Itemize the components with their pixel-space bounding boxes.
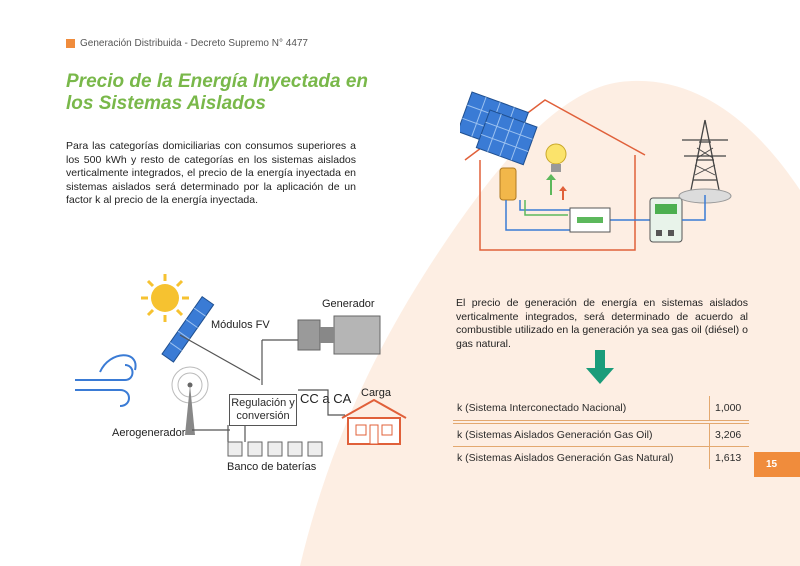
label-regulacion-1: Regulación y (231, 397, 295, 409)
regulation-conversion-box: Regulación y conversión (229, 394, 297, 426)
isolated-system-diagram (75, 274, 407, 457)
label-modulos: Módulos FV (211, 319, 270, 331)
k-label: k (Sistema Interconectado Nacional) (457, 402, 627, 414)
k-factor-table: k (Sistema Interconectado Nacional) 1,00… (453, 396, 749, 469)
load-house-icon (341, 398, 407, 445)
k-value: 1,000 (709, 396, 749, 420)
house-grid-illustration (460, 91, 732, 251)
label-aerogenerador: Aerogenerador (112, 427, 186, 439)
k-value: 3,206 (709, 424, 749, 446)
k-label: k (Sistemas Aislados Generación Gas Natu… (457, 452, 674, 464)
page-number: 15 (754, 452, 800, 477)
down-arrow-icon (586, 350, 614, 384)
bulb-icon (545, 143, 567, 165)
label-banco: Banco de baterías (227, 461, 317, 473)
header-text: Generación Distribuida - Decreto Supremo… (80, 38, 308, 49)
generator-icon (297, 315, 381, 355)
inverter-icon (499, 167, 517, 201)
label-regulacion-2: conversión (236, 410, 290, 422)
label-generador: Generador (322, 298, 375, 310)
label-cc-ca: CC a CA (300, 391, 352, 406)
table-row: k (Sistemas Aislados Generación Gas Oil)… (453, 423, 749, 447)
sun-icon (141, 274, 189, 322)
table-row: k (Sistemas Aislados Generación Gas Natu… (453, 447, 749, 469)
battery-bank-icon (227, 441, 323, 457)
title-line-1: Precio de la Energía Inyectada en (66, 71, 369, 92)
running-header: Generación Distribuida - Decreto Supremo… (66, 38, 308, 49)
k-value: 1,613 (709, 447, 749, 469)
label-carga: Carga (361, 387, 391, 399)
intro-paragraph: Para las categorías domiciliarias con co… (66, 140, 356, 206)
generation-paragraph: El precio de generación de energía en si… (456, 297, 748, 350)
wind-turbine-icon (171, 366, 209, 435)
table-row: k (Sistema Interconectado Nacional) 1,00… (453, 396, 749, 421)
wind-icon (75, 354, 137, 407)
switch-box-icon (569, 207, 611, 233)
pv-module-icon (161, 295, 215, 363)
k-label: k (Sistemas Aislados Generación Gas Oil) (457, 429, 653, 441)
power-tower-icon (678, 119, 732, 204)
header-square-icon (66, 39, 75, 48)
title-line-2: los Sistemas Aislados (66, 93, 266, 114)
section-title: Precio de la Energía Inyectada en los Si… (66, 71, 369, 115)
